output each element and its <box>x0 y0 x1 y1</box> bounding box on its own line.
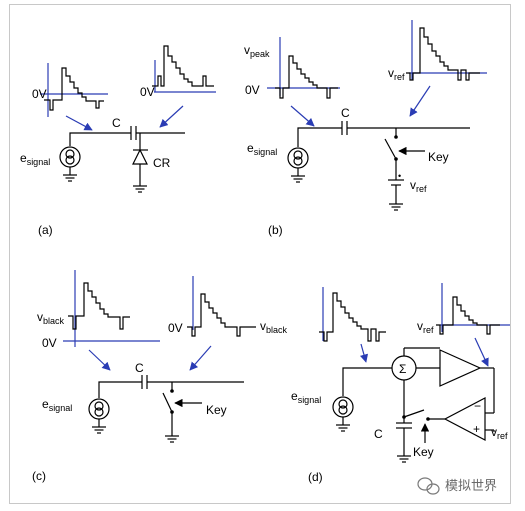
arrow-c-left <box>88 349 111 371</box>
sum-symbol: Σ <box>399 362 406 376</box>
waveform-a-left <box>40 63 108 117</box>
capacitor-label: C <box>135 361 144 375</box>
zero-volt-label: 0V <box>42 336 57 350</box>
vref-amp-label: vref <box>491 425 508 441</box>
capacitor-label: C <box>374 427 383 441</box>
switch-pivot <box>394 157 398 161</box>
vref-battery-label: vref <box>410 178 427 194</box>
vref-label: vref <box>388 66 405 82</box>
arrow-d-left <box>359 343 369 363</box>
signal-source-label: esignal <box>247 141 277 157</box>
signal-source-label: esignal <box>42 397 72 413</box>
capacitor-label: C <box>112 116 121 130</box>
waveform-d-right <box>436 283 510 335</box>
panel-tag-d: (d) <box>308 470 323 484</box>
opamp-minus: − <box>474 399 481 413</box>
panel-tag-c: (c) <box>32 469 46 483</box>
signal-source-a <box>59 146 81 168</box>
watermark-text: 模拟世界 <box>445 479 497 494</box>
key-label: Key <box>428 150 449 164</box>
ground-symbol <box>62 166 78 182</box>
ground-symbol <box>388 195 404 211</box>
ground-symbol <box>132 177 148 193</box>
panel-tag-b: (b) <box>268 223 283 237</box>
signal-source-label: esignal <box>20 151 50 167</box>
panel-tag-a: (a) <box>38 223 53 237</box>
key-label: Key <box>413 445 434 459</box>
switch-contact <box>394 135 398 139</box>
zero-volt-label: 0V <box>140 85 155 99</box>
panel-a: 0V 0V C CR <box>20 45 216 237</box>
circuit-d <box>342 347 495 448</box>
waveform-b-right <box>406 20 487 81</box>
arrow-b-left <box>290 105 315 127</box>
arrow-b-right <box>409 85 431 117</box>
arrow-a-left <box>65 115 93 131</box>
ground-symbol <box>91 418 107 434</box>
waveform-b-left <box>267 37 340 99</box>
capacitor-label: C <box>341 106 350 120</box>
battery-plus: • <box>398 171 401 181</box>
figure-border <box>9 4 511 504</box>
waveform-d-left <box>319 287 386 342</box>
diode-label: CR <box>153 156 171 170</box>
waveform-a-right <box>152 45 216 93</box>
switch-pivot <box>170 410 174 414</box>
panel-d: vref Σ <box>291 283 510 484</box>
arrow-d-right <box>474 337 489 367</box>
switch-contact <box>426 417 430 421</box>
key-label: Key <box>206 403 227 417</box>
vblack-label: vblack <box>260 319 288 335</box>
signal-source-d <box>332 396 354 418</box>
watermark: 模拟世界 <box>417 477 497 495</box>
wechat-logo-icon <box>417 477 440 495</box>
vblack-label: vblack <box>37 310 65 326</box>
switch-pivot <box>402 415 406 419</box>
waveform-c-left <box>63 270 160 347</box>
ground-symbol <box>396 447 412 463</box>
signal-source-label: esignal <box>291 389 321 405</box>
panel-c: vblack 0V 0V vblack <box>32 270 288 483</box>
switch-contact <box>170 389 174 393</box>
ground-symbol <box>335 416 351 432</box>
signal-source-b <box>287 147 309 169</box>
waveform-c-right <box>187 276 256 337</box>
vpeak-label: vpeak <box>244 43 270 59</box>
circuit-a <box>69 126 185 178</box>
zero-volt-label: 0V <box>245 83 260 97</box>
signal-source-c <box>88 398 110 420</box>
ground-symbol <box>164 427 180 443</box>
zero-volt-label: 0V <box>32 87 47 101</box>
circuit-c <box>98 375 244 428</box>
opamp-plus: + <box>473 422 480 436</box>
summing-junction <box>391 355 417 381</box>
arrow-c-right <box>189 345 212 371</box>
ground-symbol <box>290 167 306 183</box>
vref-label: vref <box>417 319 434 335</box>
panel-b: vpeak 0V vref <box>244 20 487 237</box>
zero-volt-label: 0V <box>168 321 183 335</box>
arrow-a-right <box>159 105 184 128</box>
circuit-b <box>297 121 470 196</box>
